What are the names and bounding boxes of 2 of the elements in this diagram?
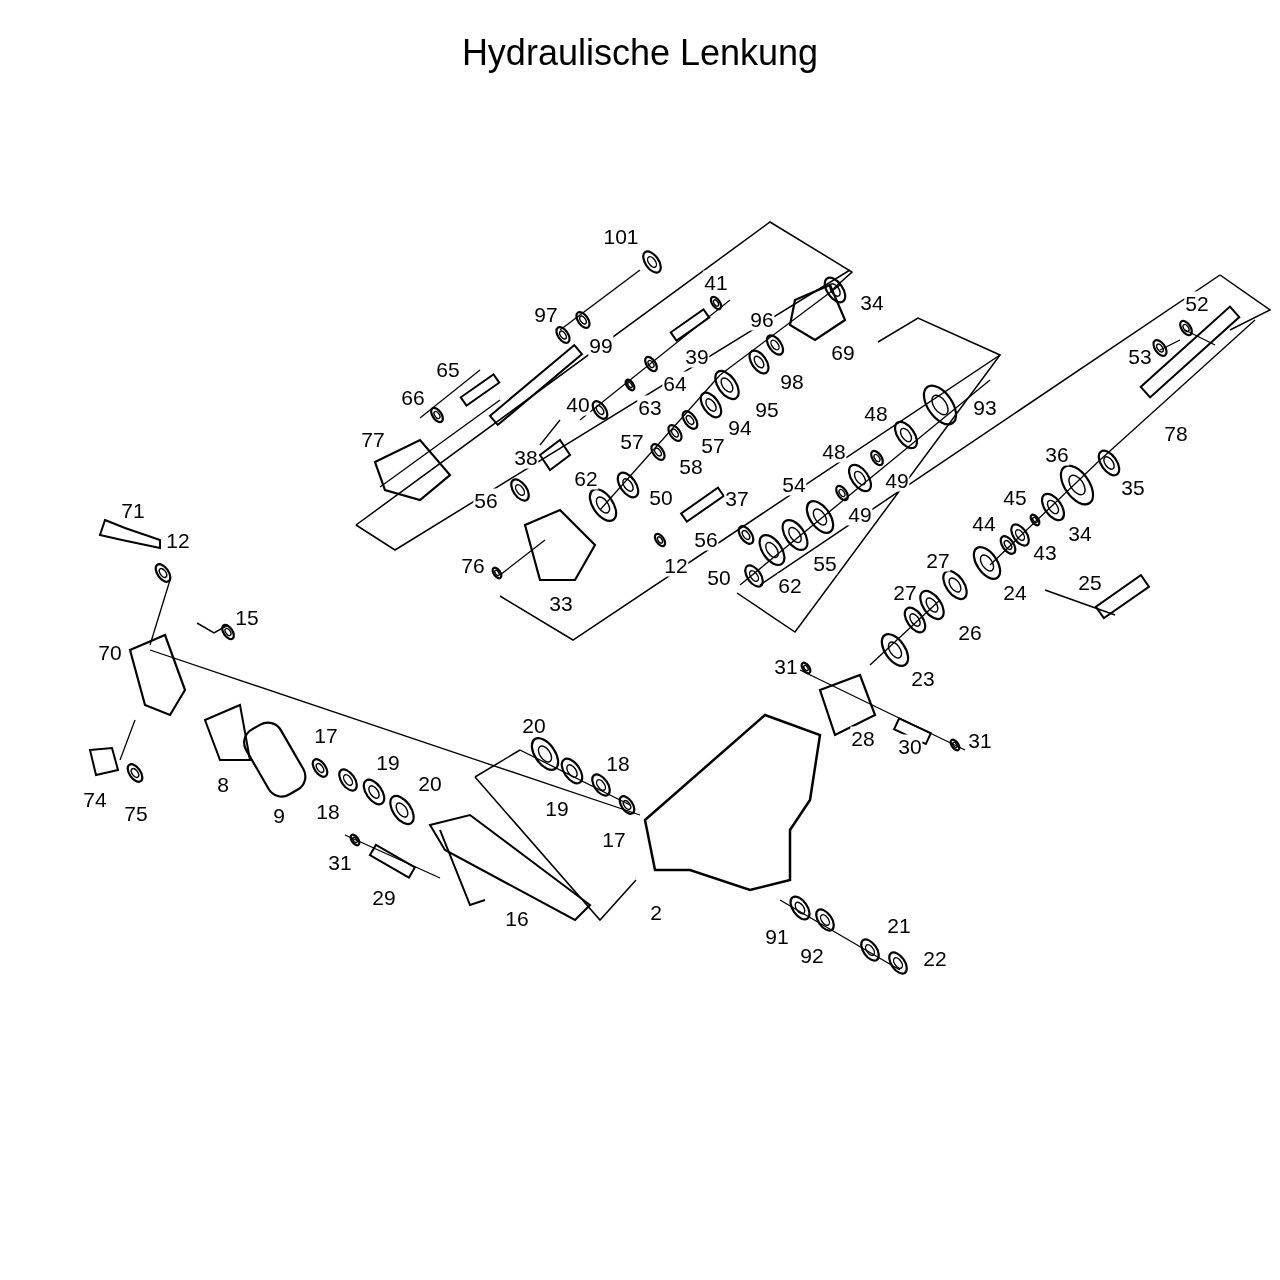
callout-number: 99 <box>588 333 614 357</box>
title: Hydraulische Lenkung <box>461 32 819 74</box>
